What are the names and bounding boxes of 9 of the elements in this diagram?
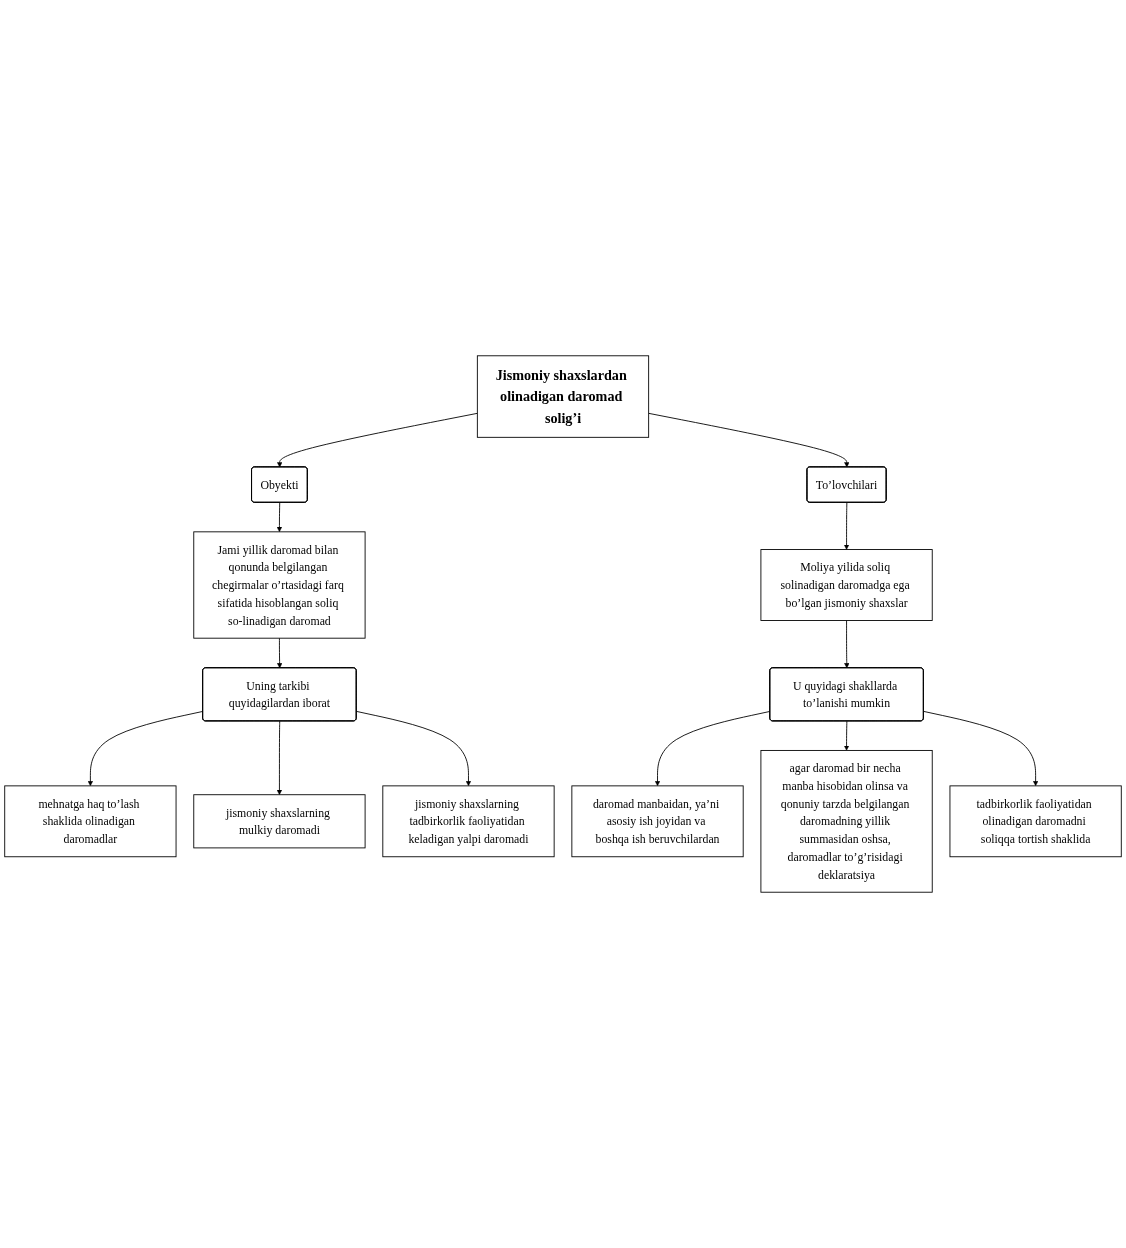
node-box: mehnatga haq to’lash shaklida olinadigan daromadlar [4,785,177,858]
node-box: daromad manbaidan, ya’ni asosiy ish joyidan va boshqa ish beruvchilardan [571,785,744,858]
node-box: tadbirkorlik faoliyatidan olinadigan daromadni soliqqa tortish shaklida [949,785,1122,858]
node-box: jismoniy shaxslarning tadbirkorlik faoliyatidan keladigan yalpi daromadi [382,785,555,858]
node-box: jismoniy shaxslarning mulkiy daromadi [193,794,366,849]
node-box: agar daromad bir necha manba hisobidan olinsa va qonuniy tarzda belgilangan daromadning yillik summasidan oshsa, daromadlar to’g’risidagi deklaratsiya [760,749,933,893]
node-box: Moliya yilida soliq solinadigan daromadga ega bo’lgan jismoniy shaxslar [760,549,933,621]
node-box: Jami yillik daromad bilan qonunda belgilangan chegirmalar o’rtasidagi farq sifatida hisoblangan soliq so-linadigan daromad [193,531,366,639]
node-box: Jismoniy shaxslardan olinadigan daromad solig’i [476,355,650,438]
